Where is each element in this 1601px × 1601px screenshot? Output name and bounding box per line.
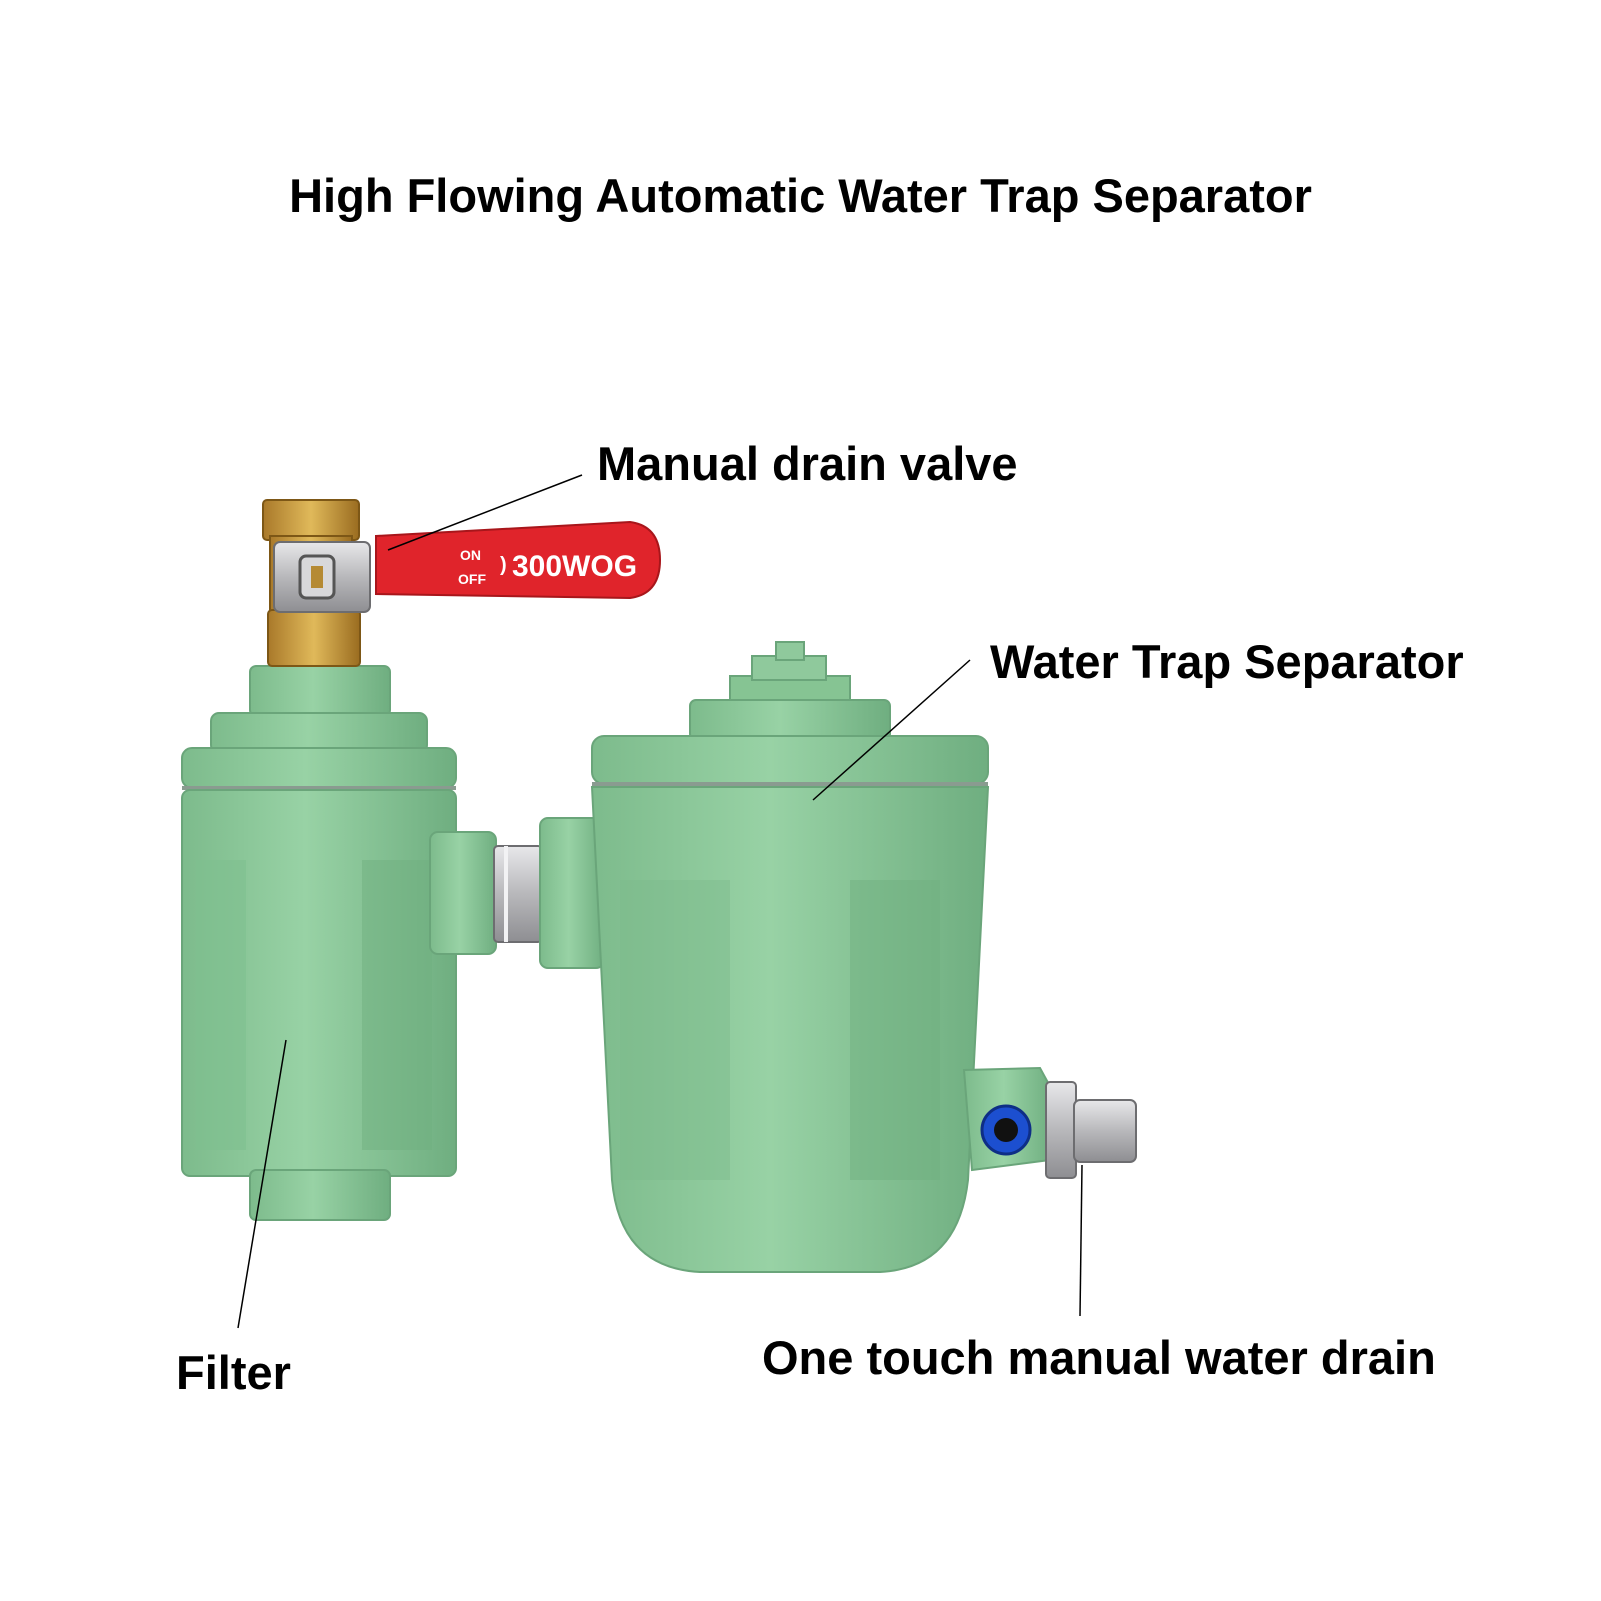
filter-unit — [181, 665, 497, 1221]
water-trap-separator-unit — [590, 641, 1054, 1273]
valve-handle — [375, 520, 662, 600]
callout-one-touch-drain: One touch manual water drain — [762, 1331, 1436, 1384]
valve-on-text: ON — [460, 547, 481, 563]
one-touch-drain-fitting — [980, 1081, 1137, 1179]
svg-text:): ) — [500, 554, 507, 576]
valve-off-text: OFF — [458, 571, 486, 587]
page-title: High Flowing Automatic Water Trap Separa… — [289, 169, 1312, 222]
leader-filter — [237, 1039, 287, 1329]
leader-water-trap-separator — [812, 659, 971, 801]
connector-nipple — [493, 817, 605, 969]
callout-manual-drain-valve: Manual drain valve — [597, 437, 1018, 490]
valve-rating-text: 300WOG — [512, 550, 637, 583]
leader-manual-drain-valve — [387, 474, 583, 551]
manual-drain-valve: ON OFF ) 300WOG — [262, 499, 662, 667]
leader-lines — [237, 474, 1083, 1329]
callout-filter: Filter — [176, 1346, 291, 1399]
leader-one-touch-drain — [1079, 1164, 1083, 1317]
callout-water-trap-separator: Water Trap Separator — [990, 635, 1464, 688]
